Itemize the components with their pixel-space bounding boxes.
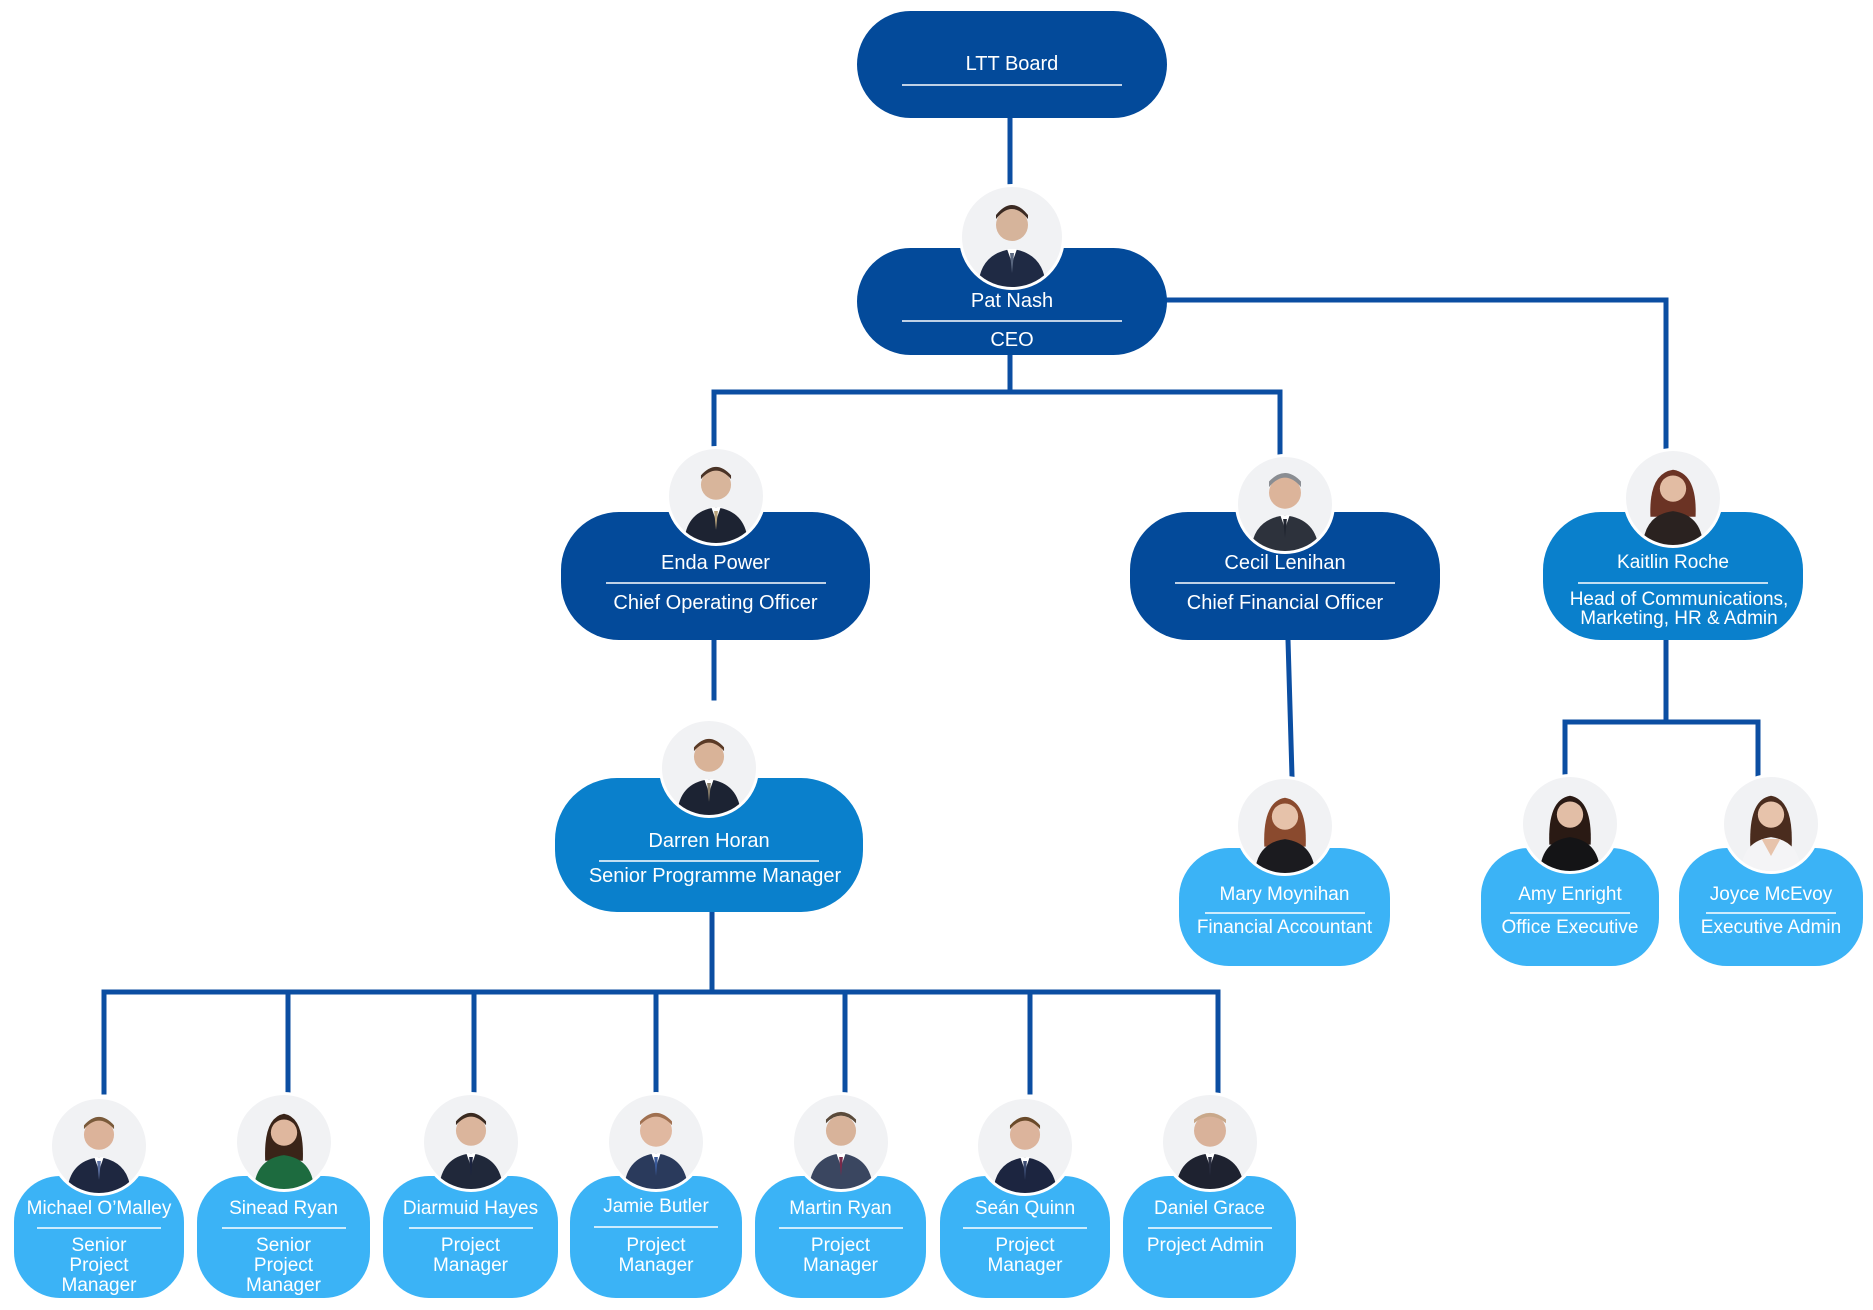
person-card-daniel-grace: Daniel Grace Project Admin xyxy=(1123,1092,1296,1298)
person-card-joyce-mcevoy: Joyce McEvoy Executive Admin xyxy=(1679,774,1863,966)
portrait-avatar-icon xyxy=(959,184,1065,290)
person-card-enda-power: Enda Power Chief Operating Officer xyxy=(561,446,870,640)
person-name: Cecil Lenihan xyxy=(1224,552,1346,574)
person-role: Project Manager xyxy=(433,1235,508,1276)
connector-cfo-fa xyxy=(1285,637,1295,779)
name-divider xyxy=(902,320,1122,322)
person-role: Senior Project Manager xyxy=(246,1235,321,1296)
portrait-avatar-icon xyxy=(975,1096,1075,1196)
portrait-avatar-icon xyxy=(1520,774,1620,874)
person-name: Enda Power xyxy=(661,552,770,574)
person-name: Seán Quinn xyxy=(974,1198,1076,1219)
person-role: Chief Financial Officer xyxy=(1186,592,1384,614)
name-divider xyxy=(1147,1227,1272,1229)
person-role: Senior Programme Manager xyxy=(588,865,842,887)
person-name: Kaitlin Roche xyxy=(1617,552,1729,573)
person-name: Martin Ryan xyxy=(789,1198,892,1219)
name-divider xyxy=(37,1227,161,1229)
person-role: Project Manager xyxy=(618,1235,694,1276)
name-divider xyxy=(599,860,819,862)
person-role: Chief Operating Officer xyxy=(613,592,818,614)
portrait-avatar-icon xyxy=(659,718,759,818)
person-name: Jamie Butler xyxy=(603,1196,709,1217)
person-card-martin-ryan: Martin Ryan Project Manager xyxy=(755,1092,926,1298)
person-name: Darren Horan xyxy=(648,830,770,852)
person-card-sinead-ryan: Sinead Ryan Senior Project Manager xyxy=(197,1092,370,1298)
person-role: CEO xyxy=(990,329,1034,351)
person-card-pat-nash: Pat Nash CEO xyxy=(857,184,1167,355)
portrait-avatar-icon xyxy=(1159,1092,1260,1192)
name-divider xyxy=(1510,912,1630,914)
person-name: Pat Nash xyxy=(970,290,1054,312)
person-name: Diarmuid Hayes xyxy=(402,1198,539,1219)
person-name: Amy Enright xyxy=(1518,884,1622,905)
name-divider xyxy=(221,1227,346,1229)
person-name: Sinead Ryan xyxy=(229,1198,338,1219)
name-divider xyxy=(1204,912,1365,914)
name-divider xyxy=(1706,912,1836,914)
person-name: Daniel Grace xyxy=(1154,1198,1265,1219)
portrait-avatar-icon xyxy=(790,1092,891,1192)
person-card-amy-enright: Amy Enright Office Executive xyxy=(1481,774,1659,966)
person-role: Project Admin xyxy=(1146,1235,1265,1256)
portrait-avatar-icon xyxy=(1623,448,1723,548)
person-name: Joyce McEvoy xyxy=(1709,884,1833,905)
person-card-kaitlin-roche: Kaitlin Roche Head of Communications, Ma… xyxy=(1543,448,1803,640)
name-divider xyxy=(605,582,826,584)
board-node: LTT Board xyxy=(857,11,1167,118)
board-divider xyxy=(902,84,1122,86)
person-name: Mary Moynihan xyxy=(1219,884,1350,905)
person-card-michael-omalley: Michael O’Malley Senior Project Manager xyxy=(14,1096,184,1298)
person-role: Financial Accountant xyxy=(1196,917,1373,938)
person-role: Executive Admin xyxy=(1700,917,1842,938)
portrait-avatar-icon xyxy=(665,446,766,546)
portrait-avatar-icon xyxy=(1235,454,1335,554)
person-role: Project Manager xyxy=(803,1235,878,1276)
name-divider xyxy=(963,1227,1087,1229)
person-role: Office Executive xyxy=(1501,917,1639,938)
name-divider xyxy=(1578,582,1768,584)
portrait-avatar-icon xyxy=(606,1092,706,1192)
portrait-avatar-icon xyxy=(420,1092,521,1192)
person-card-jamie-butler: Jamie Butler Project Manager xyxy=(570,1092,742,1298)
portrait-avatar-icon xyxy=(1721,774,1821,874)
name-divider xyxy=(778,1227,903,1229)
person-role: Project Manager xyxy=(987,1235,1063,1276)
name-divider xyxy=(1175,582,1395,584)
person-role: Senior Project Manager xyxy=(61,1235,137,1296)
person-card-darren-horan: Darren Horan Senior Programme Manager xyxy=(555,718,863,912)
name-divider xyxy=(594,1226,718,1228)
person-card-cecil-lenihan: Cecil Lenihan Chief Financial Officer xyxy=(1130,454,1440,640)
person-role: Head of Communications, Marketing, HR & … xyxy=(1569,589,1789,629)
portrait-avatar-icon xyxy=(233,1092,334,1192)
person-card-sean-quinn: Seán Quinn Project Manager xyxy=(940,1096,1110,1298)
portrait-avatar-icon xyxy=(1234,776,1335,876)
portrait-avatar-icon xyxy=(49,1096,149,1196)
person-card-diarmuid-hayes: Diarmuid Hayes Project Manager xyxy=(383,1092,558,1298)
person-card-mary-moynihan: Mary Moynihan Financial Accountant xyxy=(1179,776,1390,966)
name-divider xyxy=(408,1227,533,1229)
person-name: Michael O’Malley xyxy=(26,1198,172,1219)
board-name: LTT Board xyxy=(965,53,1059,75)
